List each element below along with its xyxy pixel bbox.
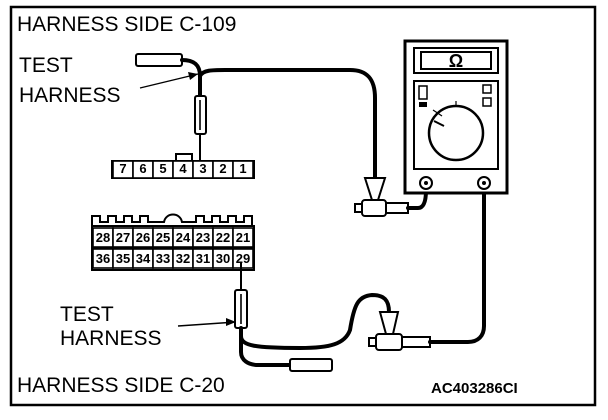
figure-frame xyxy=(9,5,597,407)
pin-label-2: 2 xyxy=(219,161,226,176)
pin-label-6: 6 xyxy=(139,161,146,176)
pin-label-33: 33 xyxy=(156,251,170,266)
pin-label-7: 7 xyxy=(119,161,126,176)
bottom-harness-arrowhead xyxy=(226,318,236,326)
meter-switch-indicator xyxy=(419,102,427,107)
clip-a-body xyxy=(361,199,387,217)
pin-label-36: 36 xyxy=(96,251,110,266)
pin-label-21: 21 xyxy=(236,230,250,245)
test-harness-bottom-label-line2: HARNESS xyxy=(60,327,162,350)
pin-label-1: 1 xyxy=(239,161,246,176)
top-harness-lead-wire xyxy=(198,68,377,180)
meter-jack-input-center xyxy=(482,181,486,185)
pin-label-30: 30 xyxy=(216,251,230,266)
connector-c20: 28 27 26 25 24 23 22 21 36 35 34 33 32 31 30 29 xyxy=(91,213,255,271)
test-harness-top-label-line2: HARNESS xyxy=(19,84,121,107)
c20-pin-row-upper: 28 27 26 25 24 23 22 21 xyxy=(92,227,254,248)
bottom-test-harness xyxy=(234,262,391,372)
multimeter: Ω xyxy=(403,39,509,195)
meter-display-inner xyxy=(420,51,492,70)
top-harness-plug-end xyxy=(135,53,183,67)
pin-label-35: 35 xyxy=(116,251,130,266)
meter-lead-b-wire xyxy=(428,184,486,344)
test-harness-bottom-label-line1: TEST xyxy=(60,303,114,326)
meter-button-bottom xyxy=(482,97,492,107)
clip-b-tip xyxy=(368,337,377,347)
pin-cell-21 xyxy=(232,227,254,248)
dial-tick xyxy=(432,109,443,117)
pin-label-31: 31 xyxy=(196,251,210,266)
c20-top-rail xyxy=(91,213,253,227)
meter-button-top xyxy=(482,84,492,94)
meter-lead-clip-b xyxy=(368,184,486,351)
pin-label-34: 34 xyxy=(136,251,151,266)
bottom-harness-plug-end xyxy=(289,358,333,372)
ohm-symbol: Ω xyxy=(449,51,463,71)
pin-label-27: 27 xyxy=(116,230,130,245)
pin-label-24: 24 xyxy=(176,230,191,245)
pin-label-28: 28 xyxy=(96,230,110,245)
pin-label-3: 3 xyxy=(199,161,206,176)
pin-label-29: 29 xyxy=(236,251,250,266)
harness-side-c109-label: HARNESS SIDE C-109 xyxy=(17,13,236,36)
clip-b-body xyxy=(375,333,403,351)
meter-jack-com-center xyxy=(424,181,428,185)
meter-switch-left xyxy=(418,85,428,100)
bottom-harness-lead-wire xyxy=(239,293,391,350)
dial-pointer xyxy=(433,120,445,127)
pin-label-32: 32 xyxy=(176,251,190,266)
pin-label-25: 25 xyxy=(156,230,170,245)
clip-a-jaw xyxy=(363,177,387,201)
clip-b-sleeve xyxy=(401,336,431,348)
pin-label-26: 26 xyxy=(136,230,150,245)
clip-a-tip xyxy=(354,203,363,213)
top-test-harness xyxy=(135,53,377,180)
harness-side-c20-label: HARNESS SIDE C-20 xyxy=(17,374,225,397)
test-harness-top-label-line1: TEST xyxy=(19,54,73,77)
pin-cell-1 xyxy=(232,160,254,179)
top-harness-leader xyxy=(139,73,199,89)
clip-b-jaw xyxy=(378,311,400,335)
pin-label-5: 5 xyxy=(159,161,166,176)
clip-a-sleeve xyxy=(385,202,409,214)
bottom-harness-tail-wire xyxy=(239,326,292,367)
c20-pin-row-lower: 36 35 34 33 32 31 30 29 xyxy=(92,248,254,269)
pin-label-23: 23 xyxy=(196,230,210,245)
figure-code-label: AC403286CI xyxy=(431,380,518,397)
top-harness-arrowhead xyxy=(188,72,198,80)
pin-label-4: 4 xyxy=(179,161,187,176)
pin-cell-29 xyxy=(232,248,254,269)
meter-rotary-dial xyxy=(427,104,485,162)
pin-label-22: 22 xyxy=(216,230,230,245)
